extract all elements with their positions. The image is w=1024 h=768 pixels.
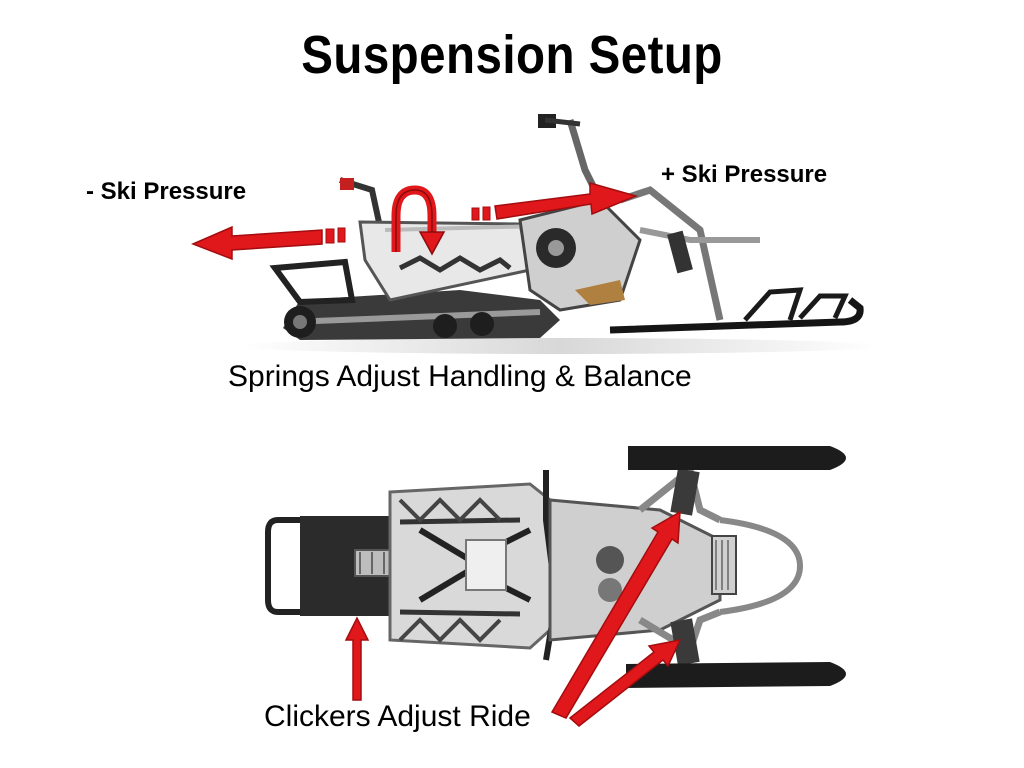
minus-ski-pressure-arrow xyxy=(191,225,346,261)
snowmobile-side-view-image xyxy=(240,114,880,354)
plus-ski-pressure-label: + Ski Pressure xyxy=(661,161,828,188)
clicker-arrows xyxy=(344,510,682,727)
spring-rotation-arrow xyxy=(391,185,446,256)
minus-ski-pressure-label: - Ski Pressure xyxy=(86,178,247,205)
slide-title: Suspension Setup xyxy=(301,25,723,85)
plus-ski-pressure-arrow xyxy=(471,182,639,221)
clickers-caption: Clickers Adjust Ride xyxy=(264,700,531,733)
springs-caption: Springs Adjust Handling & Balance xyxy=(228,360,692,393)
